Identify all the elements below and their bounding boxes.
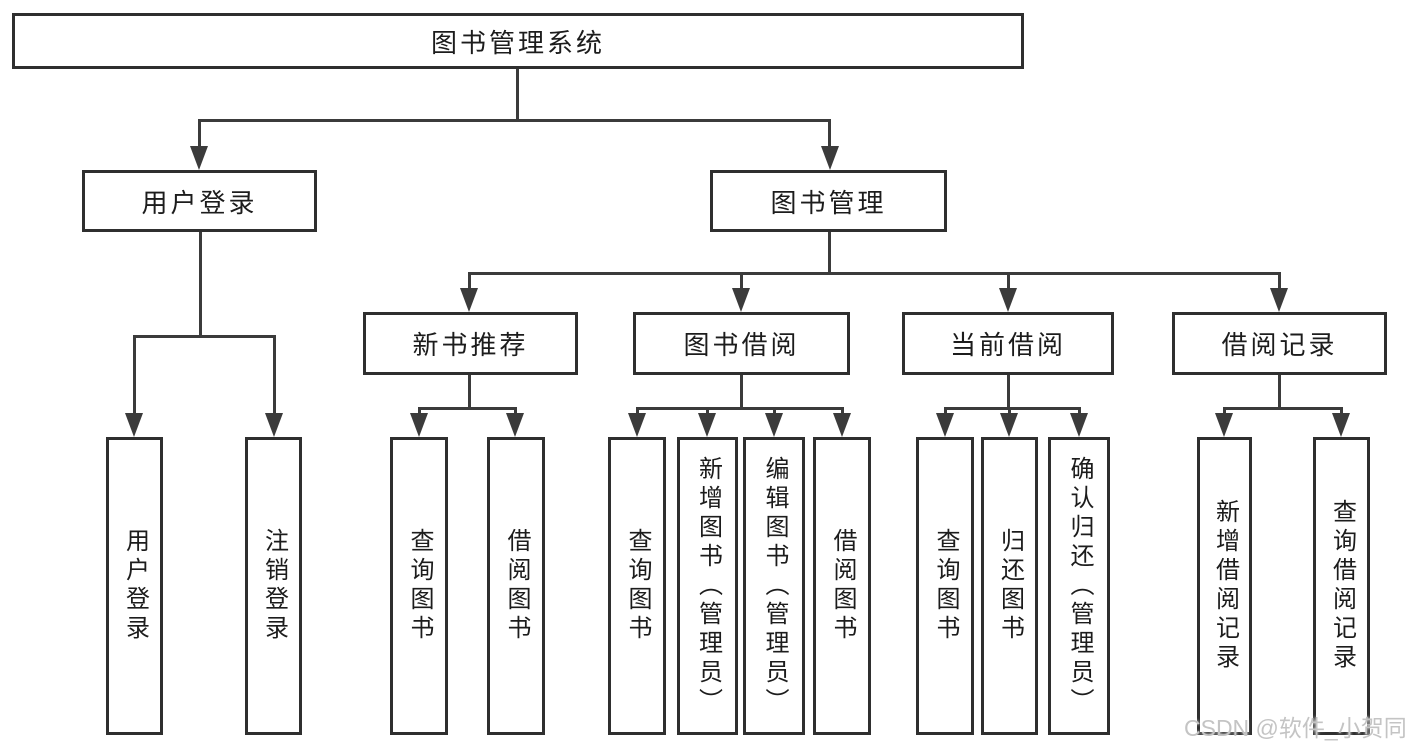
leaf-current-query-book: 查询图书 xyxy=(916,437,974,735)
connector-line xyxy=(133,335,136,415)
leaf-add-book-admin-label: 新增图书（管理员） xyxy=(694,455,722,717)
connector-line xyxy=(1223,407,1226,415)
leaf-recommend-borrow-book: 借阅图书 xyxy=(487,437,545,735)
leaf-query-borrow-record-label: 查询借阅记录 xyxy=(1328,499,1356,673)
node-book-borrow: 图书借阅 xyxy=(633,312,850,375)
node-root: 图书管理系统 xyxy=(12,13,1024,69)
arrowhead-down-icon xyxy=(265,413,283,437)
leaf-add-book-admin: 新增图书（管理员） xyxy=(677,437,738,735)
leaf-recommend-query-book-label: 查询图书 xyxy=(406,528,433,644)
arrowhead-down-icon xyxy=(1000,413,1018,437)
connector-line xyxy=(1278,375,1281,410)
node-new-book-recommend-label: 新书推荐 xyxy=(412,330,529,360)
arrowhead-down-icon xyxy=(190,146,208,170)
connector-line xyxy=(198,119,831,122)
node-book-management-label: 图书管理 xyxy=(770,187,887,218)
connector-line xyxy=(418,407,421,415)
leaf-current-query-book-label: 查询图书 xyxy=(932,528,959,644)
leaf-recommend-borrow-book-label: 借阅图书 xyxy=(503,528,530,644)
leaf-confirm-return-admin: 确认归还（管理员） xyxy=(1048,437,1110,735)
connector-line xyxy=(1340,407,1343,415)
connector-line xyxy=(828,232,831,275)
leaf-add-borrow-record: 新增借阅记录 xyxy=(1197,437,1252,735)
leaf-edit-book-admin-label: 编辑图书（管理员） xyxy=(761,455,788,717)
node-book-borrow-label: 图书借阅 xyxy=(683,330,800,360)
connector-line xyxy=(1223,407,1342,410)
leaf-user-login: 用户登录 xyxy=(106,437,163,735)
connector-line xyxy=(828,119,831,148)
connector-line xyxy=(468,272,471,290)
connector-line xyxy=(841,407,844,415)
node-borrow-records-label: 借阅记录 xyxy=(1221,330,1338,360)
connector-line xyxy=(133,335,276,338)
connector-line xyxy=(706,407,709,415)
arrowhead-down-icon xyxy=(506,413,524,437)
arrowhead-down-icon xyxy=(999,288,1017,312)
leaf-return-book: 归还图书 xyxy=(981,437,1038,735)
connector-line xyxy=(740,375,743,410)
arrowhead-down-icon xyxy=(410,413,428,437)
node-current-borrow-label: 当前借阅 xyxy=(949,330,1066,360)
connector-line xyxy=(636,407,843,410)
arrowhead-down-icon xyxy=(765,413,783,437)
leaf-add-borrow-record-label: 新增借阅记录 xyxy=(1211,499,1239,673)
node-root-label: 图书管理系统 xyxy=(430,27,605,58)
arrowhead-down-icon xyxy=(125,413,143,437)
leaf-return-book-label: 归还图书 xyxy=(996,528,1024,644)
connector-line xyxy=(944,407,1080,410)
arrowhead-down-icon xyxy=(1070,413,1088,437)
node-borrow-records: 借阅记录 xyxy=(1172,312,1387,375)
leaf-borrow-query-book: 查询图书 xyxy=(608,437,666,735)
connector-line xyxy=(198,119,201,148)
node-book-management: 图书管理 xyxy=(710,170,947,232)
leaf-logout: 注销登录 xyxy=(245,437,302,735)
connector-line xyxy=(1007,375,1010,410)
arrowhead-down-icon xyxy=(698,413,716,437)
connector-line xyxy=(773,407,776,415)
arrowhead-down-icon xyxy=(1270,288,1288,312)
connector-line xyxy=(514,407,517,415)
connector-line xyxy=(636,407,639,415)
connector-line xyxy=(418,407,517,410)
arrowhead-down-icon xyxy=(628,413,646,437)
arrowhead-down-icon xyxy=(460,288,478,312)
connector-line xyxy=(1278,272,1281,290)
node-user-login-label: 用户登录 xyxy=(141,187,258,218)
node-current-borrow: 当前借阅 xyxy=(902,312,1114,375)
node-new-book-recommend: 新书推荐 xyxy=(363,312,578,375)
connector-line xyxy=(199,232,202,338)
arrowhead-down-icon xyxy=(732,288,750,312)
connector-line xyxy=(1007,272,1010,290)
arrowhead-down-icon xyxy=(936,413,954,437)
connector-line xyxy=(1078,407,1081,415)
leaf-borrow-book: 借阅图书 xyxy=(813,437,871,735)
leaf-confirm-return-admin-label: 确认归还（管理员） xyxy=(1066,455,1093,717)
leaf-recommend-query-book: 查询图书 xyxy=(390,437,448,735)
leaf-query-borrow-record: 查询借阅记录 xyxy=(1313,437,1370,735)
leaf-edit-book-admin: 编辑图书（管理员） xyxy=(743,437,805,735)
connector-line xyxy=(468,375,471,410)
arrowhead-down-icon xyxy=(1332,413,1350,437)
leaf-borrow-query-book-label: 查询图书 xyxy=(624,528,651,644)
connector-line xyxy=(468,272,1280,275)
csdn-watermark: CSDN @软件_小贺同学 xyxy=(1184,715,1405,741)
connector-line xyxy=(516,69,519,119)
leaf-logout-label: 注销登录 xyxy=(260,528,288,644)
arrowhead-down-icon xyxy=(821,146,839,170)
connector-line xyxy=(944,407,947,415)
leaf-borrow-book-label: 借阅图书 xyxy=(829,528,856,644)
leaf-user-login-label: 用户登录 xyxy=(121,528,149,644)
connector-line xyxy=(273,335,276,415)
arrowhead-down-icon xyxy=(1215,413,1233,437)
arrowhead-down-icon xyxy=(833,413,851,437)
connector-line xyxy=(1008,407,1011,415)
connector-line xyxy=(740,272,743,290)
node-user-login: 用户登录 xyxy=(82,170,317,232)
